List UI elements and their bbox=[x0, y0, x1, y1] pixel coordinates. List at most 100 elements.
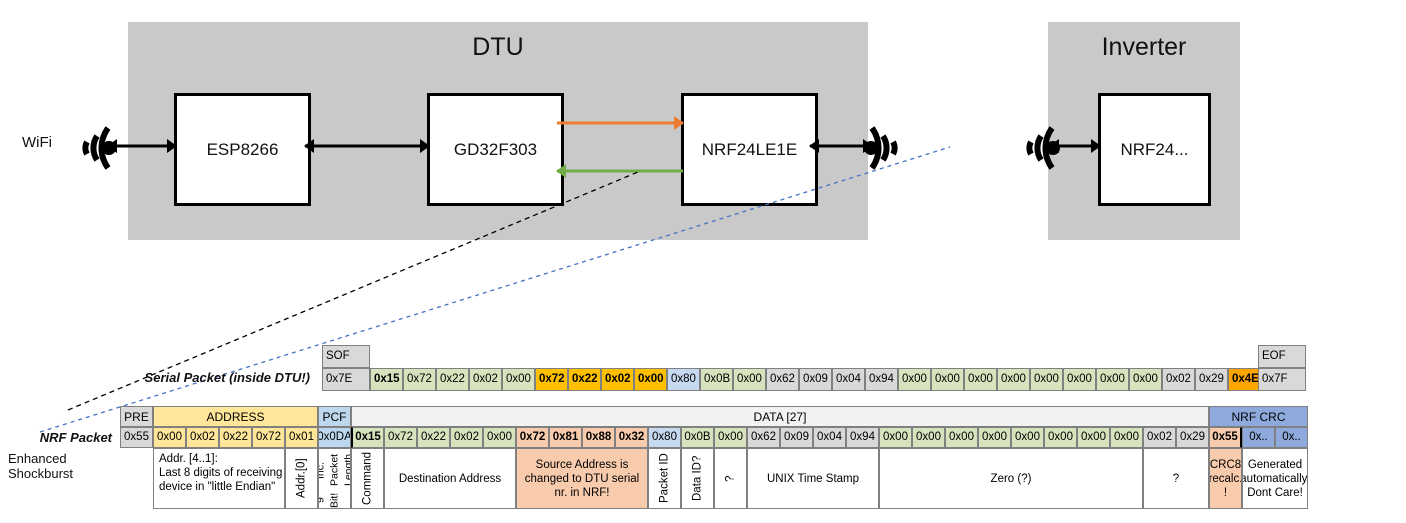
pcf-desc: 9 Bit! Inc. Packet Length bbox=[318, 448, 351, 509]
nrf-byte: 0x72 bbox=[252, 427, 285, 448]
nrf-byte: 0x09 bbox=[780, 427, 813, 448]
enclosure-inverter-title: Inverter bbox=[1101, 33, 1187, 61]
serial-byte: 0x29 bbox=[1195, 368, 1228, 391]
arrow-nrf24le1e-to-antenna bbox=[809, 139, 873, 153]
nrf-byte: 0x00 bbox=[1077, 427, 1110, 448]
chip-nrf24le1e[interactable]: NRF24LE1E bbox=[681, 93, 818, 206]
nrf-byte: 0x.. bbox=[1275, 427, 1308, 448]
serial-eof-value: 0x7F bbox=[1258, 368, 1306, 391]
arrow-rx-green bbox=[556, 164, 683, 178]
nrf-byte: 0x04 bbox=[813, 427, 846, 448]
serial-eof-header: EOF bbox=[1258, 345, 1306, 368]
nrf-byte: 0x72 bbox=[384, 427, 417, 448]
arrow-antenna-to-nrf24 bbox=[1049, 139, 1101, 153]
chip-nrf24-label: NRF24... bbox=[1120, 139, 1189, 159]
serial-byte: 0x00 bbox=[1096, 368, 1129, 391]
serial-byte: 0x02 bbox=[469, 368, 502, 391]
unknown2-desc: ? bbox=[1143, 448, 1209, 509]
nrf-byte: 0x00 bbox=[1110, 427, 1143, 448]
nrf-byte: 0x55 bbox=[120, 427, 153, 448]
zero-desc: Zero (?) bbox=[879, 448, 1143, 509]
nrf-byte: 0x00 bbox=[978, 427, 1011, 448]
serial-byte: 0x0B bbox=[700, 368, 733, 391]
nrf-byte: 0x00 bbox=[945, 427, 978, 448]
serial-byte: 0x80 bbox=[667, 368, 700, 391]
wifi-label: WiFi bbox=[22, 134, 52, 151]
nrfcrc-desc: Generated automatically. Dont Care! bbox=[1242, 448, 1308, 509]
serial-byte: 0x4E bbox=[1228, 368, 1261, 391]
nrf-packet-label: NRF Packet bbox=[39, 430, 112, 445]
nrf-byte: 0x.. bbox=[1242, 427, 1275, 448]
source-desc: Source Address is changed to DTU serial … bbox=[516, 448, 648, 509]
desc-line: Inc. Packet Length bbox=[318, 454, 351, 487]
nrf-byte: 0x00 bbox=[1011, 427, 1044, 448]
serial-byte: 0x00 bbox=[733, 368, 766, 391]
nrf-byte: 0x0DA bbox=[318, 427, 351, 448]
unknown1-desc: ? bbox=[714, 448, 747, 509]
serial-byte: 0x00 bbox=[898, 368, 931, 391]
chip-gd32f303-label: GD32F303 bbox=[453, 139, 538, 159]
arrow-wifi-to-esp8266 bbox=[107, 139, 177, 153]
nrf-group-address: ADDRESS bbox=[153, 406, 318, 427]
desc-line: Addr. [4..1]: bbox=[159, 453, 218, 465]
serial-byte: 0x09 bbox=[799, 368, 832, 391]
nrf-byte: 0x88 bbox=[582, 427, 615, 448]
serial-byte: 0x00 bbox=[1129, 368, 1162, 391]
serial-byte: 0x00 bbox=[997, 368, 1030, 391]
serial-byte: 0x00 bbox=[1030, 368, 1063, 391]
serial-byte: 0x00 bbox=[964, 368, 997, 391]
nrf-packet-sublabel: Enhanced Shockburst bbox=[8, 451, 74, 481]
serial-byte: 0x62 bbox=[766, 368, 799, 391]
nrf-byte: 0x0B bbox=[681, 427, 714, 448]
nrf-byte: 0x00 bbox=[912, 427, 945, 448]
nrf-byte: 0x62 bbox=[747, 427, 780, 448]
unixts-desc: UNIX Time Stamp bbox=[747, 448, 879, 509]
serial-byte: 0x02 bbox=[601, 368, 634, 391]
nrf-byte: 0x00 bbox=[1044, 427, 1077, 448]
command-desc: Command bbox=[351, 448, 384, 509]
nrf-byte: 0x15 bbox=[351, 427, 384, 448]
serial-byte: 0x94 bbox=[865, 368, 898, 391]
nrf-byte: 0x00 bbox=[153, 427, 186, 448]
nrf-byte: 0x32 bbox=[615, 427, 648, 448]
nrf-byte: 0x55 bbox=[1209, 427, 1242, 448]
nrf-byte: 0x22 bbox=[417, 427, 450, 448]
desc-line: Last 8 digits of receiving bbox=[159, 467, 283, 479]
desc-line: device in "little Endian" bbox=[159, 481, 276, 493]
addr0-desc: Addr.[0] bbox=[285, 448, 318, 509]
arrow-esp8266-to-gd32f303 bbox=[304, 139, 430, 153]
chip-esp8266-label: ESP8266 bbox=[206, 139, 279, 159]
nrf-byte: 0x29 bbox=[1176, 427, 1209, 448]
serial-byte: 0x00 bbox=[1063, 368, 1096, 391]
serial-byte: 0x00 bbox=[634, 368, 667, 391]
serial-byte: 0x00 bbox=[931, 368, 964, 391]
dest-desc: Destination Address bbox=[384, 448, 516, 509]
desc-line: 9 Bit! bbox=[318, 492, 341, 508]
nrf-byte: 0x94 bbox=[846, 427, 879, 448]
serial-byte: 0x00 bbox=[502, 368, 535, 391]
nrf-byte: 0x01 bbox=[285, 427, 318, 448]
serial-packet-label: Serial Packet (inside DTU!) bbox=[144, 370, 310, 385]
nrf-byte: 0x02 bbox=[450, 427, 483, 448]
dataid-desc: Data ID? bbox=[681, 448, 714, 509]
nrf-byte: 0x02 bbox=[186, 427, 219, 448]
serial-sof-header: SOF bbox=[322, 345, 370, 368]
chip-nrf24[interactable]: NRF24... bbox=[1098, 93, 1211, 206]
nrf-byte: 0x00 bbox=[483, 427, 516, 448]
nrf-byte: 0x02 bbox=[1143, 427, 1176, 448]
nrf-byte: 0x81 bbox=[549, 427, 582, 448]
chip-esp8266[interactable]: ESP8266 bbox=[174, 93, 311, 206]
chip-gd32f303[interactable]: GD32F303 bbox=[427, 93, 564, 206]
nrf-group-pcf: PCF bbox=[318, 406, 351, 427]
nrf-byte: 0x00 bbox=[879, 427, 912, 448]
nrf-byte: 0x00 bbox=[714, 427, 747, 448]
nrf-group-nrfcrc: NRF CRC bbox=[1209, 406, 1308, 427]
crc8-desc: CRC8 recalc. ! bbox=[1209, 448, 1242, 509]
nrf-group-pre: PRE bbox=[120, 406, 153, 427]
nrf-group-data: DATA [27] bbox=[351, 406, 1209, 427]
serial-byte: 0x04 bbox=[832, 368, 865, 391]
arrow-tx-orange bbox=[557, 116, 684, 130]
serial-byte: 0x72 bbox=[403, 368, 436, 391]
serial-byte: 0x22 bbox=[436, 368, 469, 391]
serial-byte: 0x15 bbox=[370, 368, 403, 391]
